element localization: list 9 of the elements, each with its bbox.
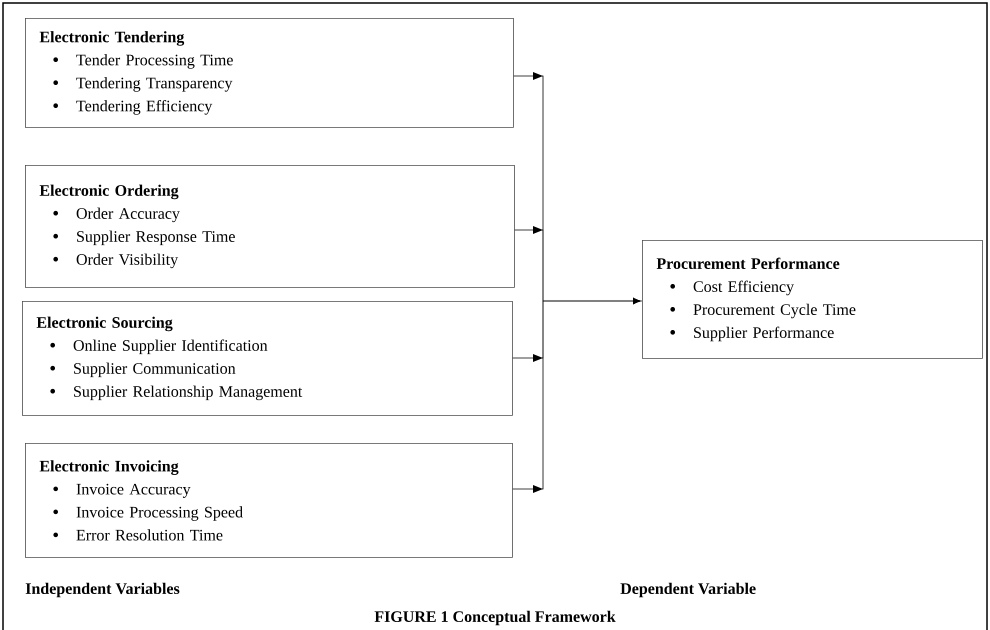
result-box: Procurement Performance Cost Efficiency Procurement Cycle Time Supplier Performance — [642, 240, 983, 359]
axis-label: Dependent Variable — [620, 582, 756, 598]
variable-box: Electronic Tendering Tender Processing Time Tendering Transparency Tendering Efficiency — [25, 18, 514, 128]
variable-box: Electronic Ordering Order Accuracy Supplier Response Time Order Visibility — [25, 165, 515, 288]
variable-box: Electronic Sourcing Online Supplier Identification Supplier Communication Supplier Relationship Management — [22, 301, 513, 416]
arrow — [512, 298, 641, 493]
axis-label: Independent Variables — [26, 582, 180, 598]
caption: FIGURE 1 Conceptual Framework — [374, 610, 616, 626]
variable-box: Electronic Invoicing Invoice Accuracy Invoice Processing Speed Error Resolution Time — [25, 443, 513, 558]
